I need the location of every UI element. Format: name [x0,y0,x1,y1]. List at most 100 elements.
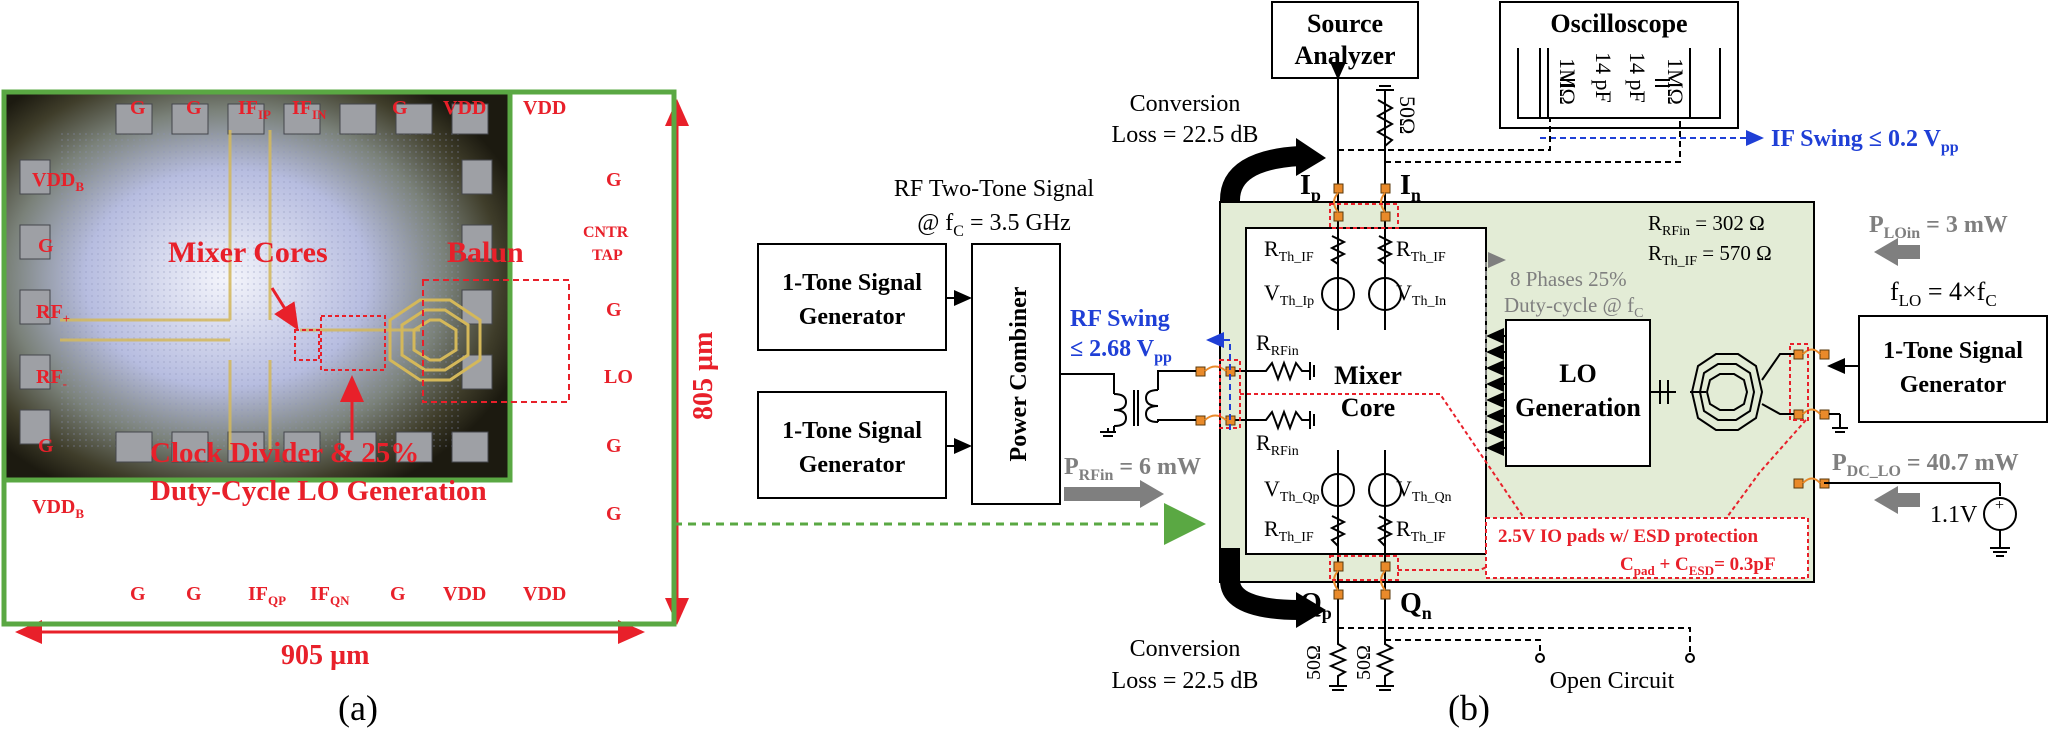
generator-2-label-2: Generator [799,452,906,478]
width-dimension: 905 µm [281,640,369,671]
die-pads-left: VDDB G RF+ RF- G VDDB [32,169,84,521]
generator-1-box [757,243,947,351]
pad-box-lo [1789,343,1809,421]
bond-pads [1195,183,1830,600]
plo-arrow-head [1874,238,1898,266]
mixer-cores-label: Mixer Cores [168,236,328,269]
balun-label: Balun [447,236,524,269]
plo-in-label: PLOin = 3 mW [1869,212,2008,242]
conv-loss-top-2: Loss = 22.5 dB [1112,122,1259,148]
pad-bottom-7: VDD [523,583,566,605]
mixer-core-box [1245,227,1487,555]
pad-top-4: IFIN [292,97,327,122]
rf-input-resistors [1230,360,1315,431]
conv-loss-bottom-1: Conversion [1130,636,1241,662]
v-th-qn: VTh_Qn [1396,476,1452,505]
rthif-value: RTh_IF = 570 Ω [1648,241,1772,269]
pad-top-3: IFIP [238,97,271,122]
prf-arrow-head [1140,480,1164,508]
generator-lo-label-2: Generator [1900,372,2007,398]
pad-right-1: G [606,169,622,191]
pad-right-4: G [606,299,622,321]
pad-right-5: LO [604,366,633,388]
pad-bottom-3: IFQP [248,583,286,608]
bottom-wiring [1328,600,1691,691]
label-b: (b) [1448,688,1490,728]
pad-left-6: VDDB [32,496,84,521]
mixer-core-label-2: Core [1341,393,1395,422]
conv-arrow-top [1220,146,1301,238]
phases-bracket [1485,252,1506,456]
rf-swing-label-1: RF Swing [1070,306,1170,332]
lo-gen-label-2: Generation [1515,393,1641,422]
r50-bottom-right: 50Ω [1353,645,1375,680]
generator-lo-box [1858,315,2048,423]
dc-supply [1824,482,2017,557]
osc-r-left: 1MΩ [1555,58,1580,105]
mixer-labels-bottom: VTh_Qp VTh_Qn RTh_IF RTh_IF [1264,476,1452,545]
open-terminal-left [1535,653,1545,663]
dc-plus: + [1995,497,2004,514]
die-pads-right: G CNTR TAP G LO G G [583,169,633,525]
source-analyzer-label-2: Analyzer [1294,41,1395,70]
r50-bottom-left: 50Ω [1303,645,1325,680]
cpad-label: Cpad + CESD= 0.3pF [1620,554,1776,578]
mixer-top-internals [1321,190,1402,600]
pad-bottom-2: G [186,583,202,605]
generator-1-label-1: 1-Tone Signal [782,270,922,296]
mixer-core-label-1: Mixer [1334,361,1402,390]
open-circuit-label: Open Circuit [1550,668,1675,694]
io-pads-label: 2.5V IO pads w/ ESD protection [1498,526,1758,547]
conv-loss-bottom-2: Loss = 22.5 dB [1112,668,1259,694]
pad-right-2: CNTR [583,224,629,241]
oscilloscope: Oscilloscope 1MΩ 14 pF 14 pF 1MΩ [1499,1,1739,129]
in-label: In [1400,170,1421,205]
pdc-arrow-head [1874,486,1898,514]
qp-label: Qp [1300,588,1332,623]
rf-swing-arrow [1206,332,1231,430]
pad-left-3: RF+ [36,301,70,326]
conv-loss-top-1: Conversion [1130,91,1241,117]
pad-right-7: G [606,503,622,525]
rf-input-wiring [946,290,1196,454]
open-terminal-right [1685,653,1695,663]
power-combiner-label: Power Combiner [1006,286,1032,461]
pad-bottom-1: G [130,583,146,605]
v-th-ip: VTh_Ip [1264,280,1314,309]
r-th-if-bl: RTh_IF [1264,516,1314,545]
lo-phase-arrows [1486,328,1506,456]
rrfin-value: RRFin = 302 Ω [1648,211,1765,239]
r-th-if-tl: RTh_IF [1264,236,1314,265]
v-th-in: VTh_In [1396,280,1446,309]
rrfin-bottom: RRFin [1256,430,1299,459]
prf-in-label: PRFin = 6 mW [1064,454,1201,484]
conv-arrow-bottom [1220,548,1301,620]
lo-gen-label-1: LO [1559,359,1597,388]
generator-2-label-1: 1-Tone Signal [782,418,922,444]
pad-bottom-6: VDD [443,583,486,605]
phases-label-2: Duty-cycle @ fC [1504,293,1643,321]
osc-r-right: 1MΩ [1663,58,1688,105]
height-dimension: 805 µm [688,332,719,420]
flo-label: fLO = 4×fC [1890,277,1997,310]
pad-left-2: G [38,235,54,257]
rf-two-tone-label-1: RF Two-Tone Signal [894,176,1095,202]
die-photo [1,89,570,483]
r-th-if-tr: RTh_IF [1396,236,1446,265]
pad-right-3: TAP [592,247,623,264]
die-dimensions: 905 µm 805 µm [14,99,719,671]
pad-right-6: G [606,435,622,457]
label-a: (a) [338,688,378,728]
clock-divider-label: Clock Divider & 25% [150,437,419,469]
pad-top-1: G [130,97,146,119]
pad-top-5: G [392,97,408,119]
ip-label: Ip [1300,170,1321,205]
rrfin-top: RRFin [1256,330,1299,359]
pdc-lo-label: PDC_LO = 40.7 mW [1832,450,2019,480]
generator-lo-label-1: 1-Tone Signal [1883,338,2023,364]
pad-bottom-5: G [390,583,406,605]
vdc-label: 1.1V [1930,502,1978,528]
oscilloscope-label: Oscilloscope [1550,9,1687,38]
conv-arrowhead-top [1296,138,1326,176]
osc-c-left: 14 pF [1591,52,1616,103]
